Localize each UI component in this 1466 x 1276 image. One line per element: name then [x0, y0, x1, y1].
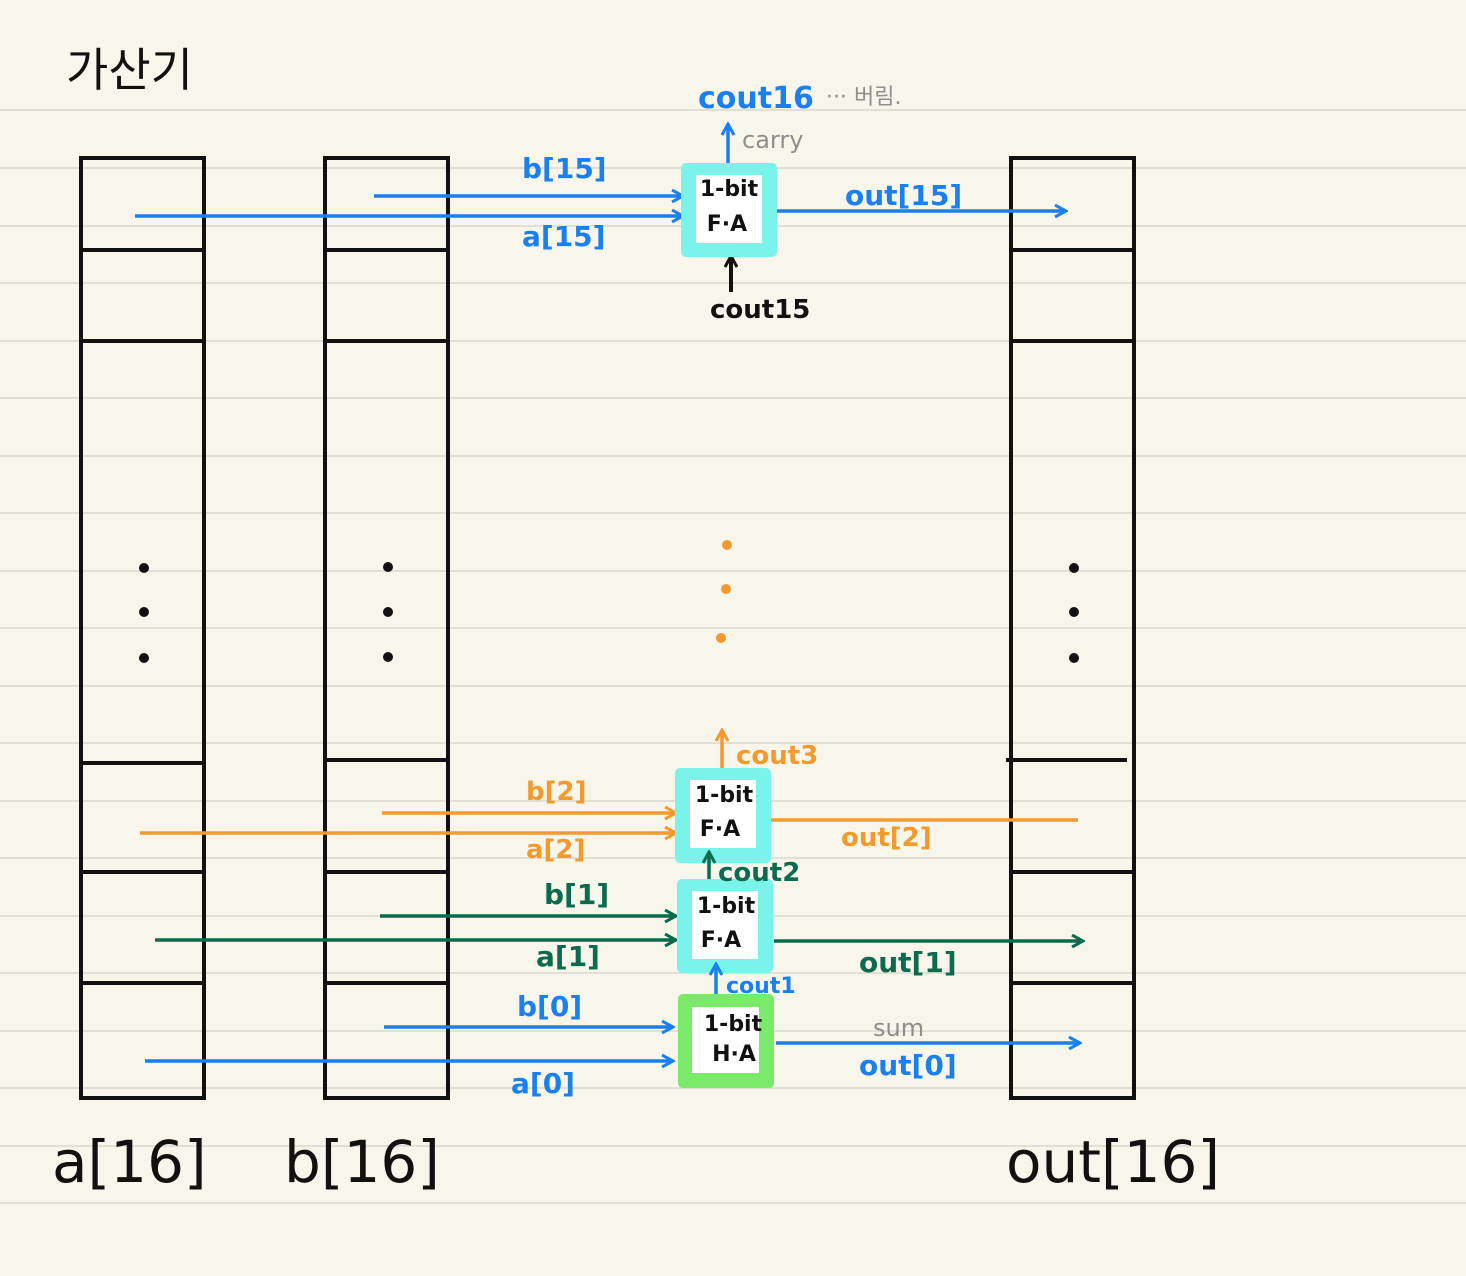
label-b1: b[1]	[544, 878, 609, 911]
label-out1: out[1]	[859, 946, 957, 979]
label-cout1: cout1	[726, 974, 796, 999]
register-ellipsis	[139, 562, 1079, 663]
fa2-line1: 1-bit	[695, 783, 754, 808]
label-cout2: cout2	[718, 858, 800, 888]
register-b-label: b[16]	[284, 1128, 440, 1196]
label-b0: b[0]	[517, 990, 582, 1023]
page-title: 가산기	[66, 43, 193, 97]
chain-ellipsis	[716, 540, 732, 643]
fa2-line2: F·A	[700, 817, 740, 842]
label-sum: sum	[873, 1014, 924, 1042]
bit1-wires	[155, 916, 1083, 941]
fa1-line2: F·A	[701, 928, 741, 953]
label-a15: a[15]	[522, 220, 605, 253]
register-b	[323, 156, 450, 1100]
label-out2: out[2]	[841, 823, 932, 853]
label-out0: out[0]	[859, 1049, 957, 1082]
full-adder-1: 1-bit F·A	[677, 879, 773, 973]
label-a0: a[0]	[511, 1067, 575, 1100]
label-a2: a[2]	[526, 835, 585, 865]
label-out15: out[15]	[845, 179, 962, 212]
label-cout16-note: ··· 버림.	[826, 85, 901, 110]
ha0-line1: 1-bit	[704, 1012, 763, 1037]
register-out	[1006, 156, 1136, 1100]
label-cout3: cout3	[736, 741, 818, 771]
full-adder-15: 1-bit F·A	[681, 163, 777, 257]
bit15-wires	[135, 124, 1066, 216]
bit2-wires	[140, 813, 1078, 833]
label-cout15: cout15	[710, 295, 810, 325]
half-adder-0: 1-bit H·A	[678, 994, 774, 1088]
label-carry: carry	[742, 126, 803, 154]
fa15-line2: F·A	[707, 212, 747, 237]
full-adder-2: 1-bit F·A	[675, 768, 771, 863]
label-b2: b[2]	[526, 777, 586, 807]
fa1-line1: 1-bit	[697, 894, 756, 919]
bit0-wires	[145, 1027, 1080, 1061]
label-cout16: cout16	[698, 81, 814, 116]
register-a	[79, 156, 206, 1100]
label-a1: a[1]	[536, 940, 600, 973]
register-out-label: out[16]	[1006, 1128, 1220, 1196]
fa15-line1: 1-bit	[700, 177, 759, 202]
register-a-label: a[16]	[52, 1128, 207, 1196]
label-b15: b[15]	[522, 152, 607, 185]
ha0-line2: H·A	[712, 1042, 756, 1067]
